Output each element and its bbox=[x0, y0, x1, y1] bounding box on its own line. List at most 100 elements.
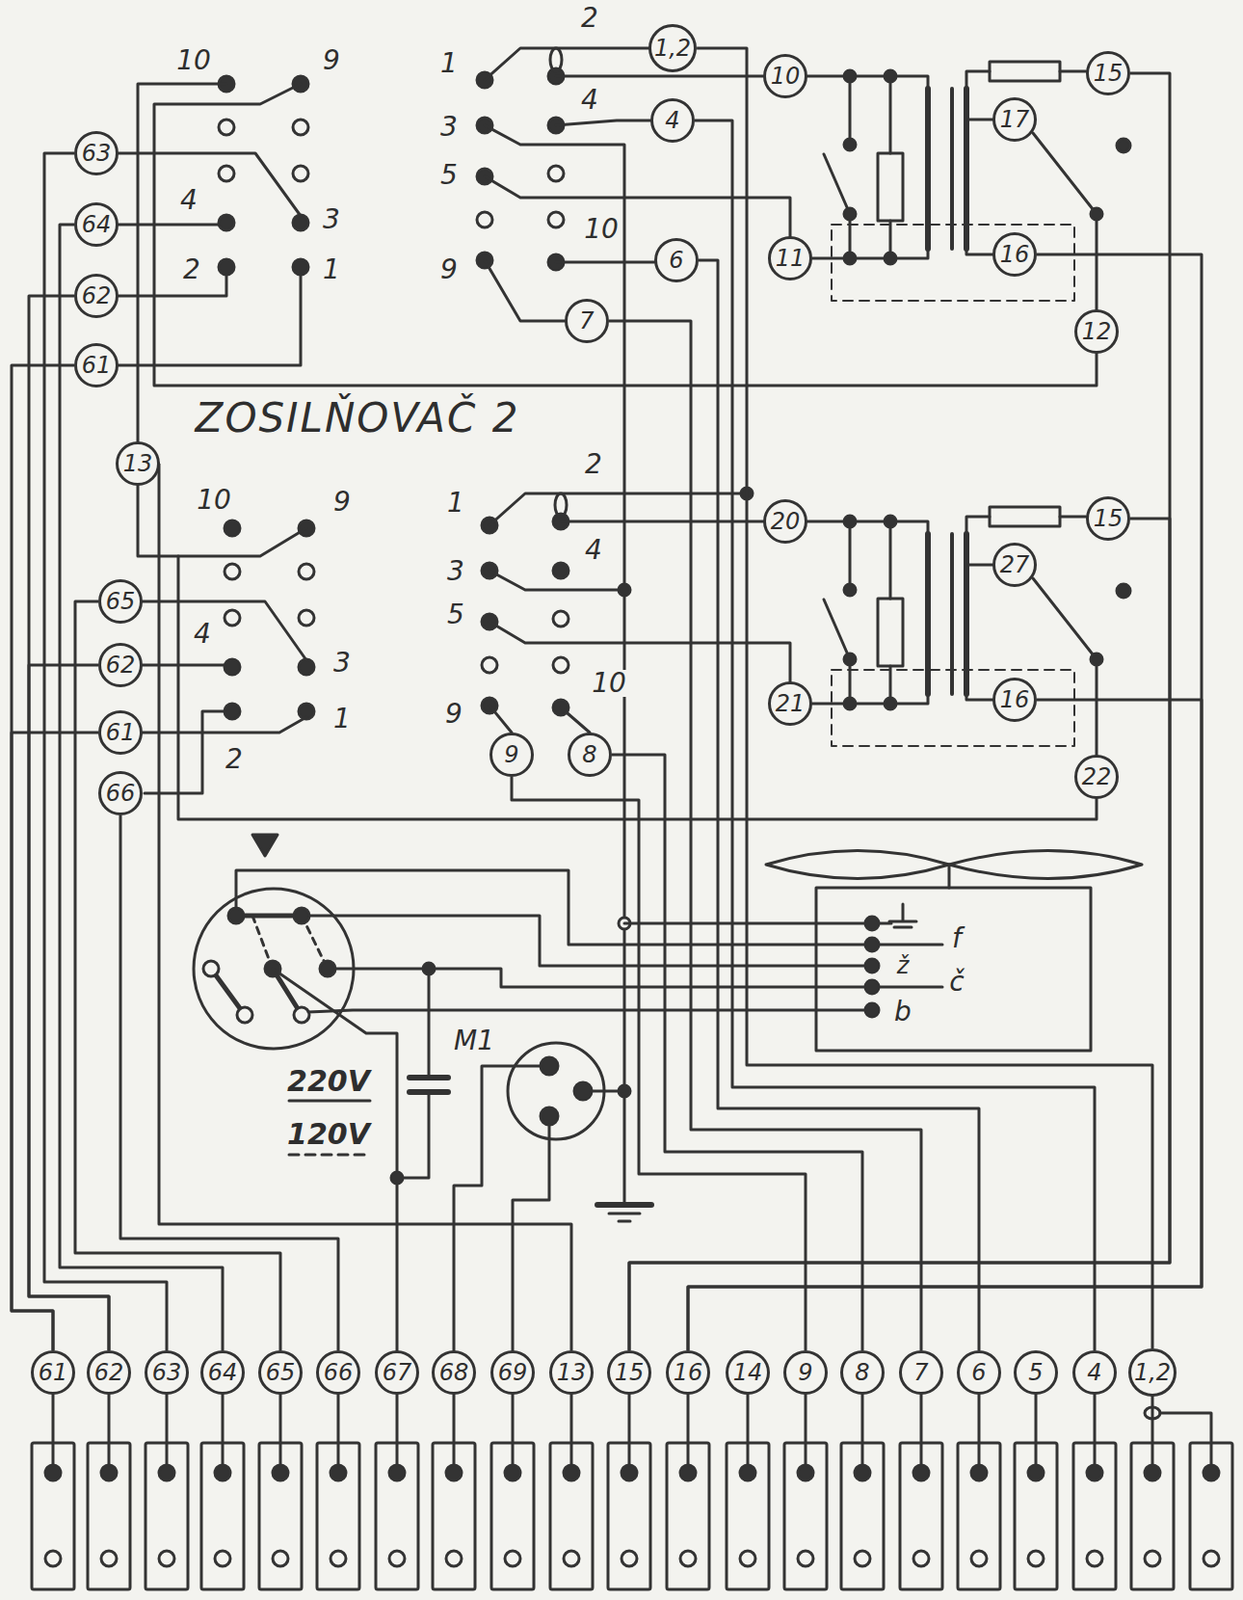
wire-marker: 61 bbox=[98, 710, 143, 755]
pin-number: 3 bbox=[439, 113, 459, 141]
terminal-number: 1,2 bbox=[1128, 1348, 1177, 1397]
pin-number: 10 bbox=[590, 669, 628, 697]
diagram-title: ZOSILŇOVAČ 2 bbox=[195, 397, 521, 439]
node-number: 66 bbox=[323, 1360, 354, 1384]
terminal-number: 68 bbox=[431, 1349, 477, 1395]
node-number: 17 bbox=[1000, 107, 1031, 132]
wire-marker: 65 bbox=[98, 579, 143, 624]
wire bbox=[396, 968, 429, 1178]
terminal-number: 67 bbox=[374, 1349, 420, 1395]
node-number: 21 bbox=[775, 691, 806, 715]
node-number: 8 bbox=[854, 1360, 870, 1384]
node-number: 15 bbox=[1093, 506, 1124, 530]
motor-fan bbox=[949, 850, 1142, 879]
wire bbox=[489, 570, 625, 590]
relay-symbol bbox=[807, 506, 1131, 755]
node-number: 62 bbox=[105, 653, 136, 677]
socket-symbol bbox=[512, 1124, 550, 1350]
motor-fan bbox=[865, 979, 879, 994]
wire bbox=[118, 274, 301, 366]
terminal-number: 62 bbox=[86, 1349, 132, 1395]
node-number: 1,2 bbox=[654, 36, 691, 60]
node-number: 9 bbox=[797, 1360, 813, 1384]
wire bbox=[391, 1171, 403, 1184]
terminal-strip bbox=[317, 1442, 360, 1589]
terminal-number: 7 bbox=[899, 1349, 944, 1395]
pin-number: 4 bbox=[583, 536, 604, 564]
component-label: M1 bbox=[452, 1027, 496, 1055]
node-number: 64 bbox=[81, 212, 112, 237]
switch-contacts bbox=[218, 48, 569, 719]
pin-number: 5 bbox=[446, 601, 466, 629]
node-number: 14 bbox=[733, 1360, 764, 1384]
relay-symbol bbox=[807, 61, 1131, 755]
terminal-number: 69 bbox=[490, 1349, 535, 1395]
wire-connector bbox=[687, 254, 1202, 1350]
terminal-strip bbox=[52, 1394, 1153, 1465]
node-number: 15 bbox=[614, 1360, 645, 1384]
node-number: 62 bbox=[94, 1360, 125, 1384]
wire bbox=[178, 555, 1097, 820]
node-number: 63 bbox=[81, 141, 112, 165]
pin-number: 3 bbox=[446, 557, 466, 585]
socket-symbol bbox=[591, 1089, 625, 1093]
wire bbox=[309, 915, 866, 966]
wire bbox=[624, 922, 866, 926]
terminal-number: 65 bbox=[258, 1349, 303, 1395]
node-number: 20 bbox=[770, 509, 801, 533]
wire-marker: 16 bbox=[992, 677, 1037, 722]
terminal-number: 66 bbox=[316, 1349, 361, 1395]
wire-marker: 6 bbox=[654, 238, 699, 283]
wire-marker: 62 bbox=[98, 642, 143, 688]
wire bbox=[484, 125, 625, 1205]
pin-number: 4 bbox=[179, 186, 199, 214]
node-number: 65 bbox=[265, 1360, 296, 1384]
wire bbox=[137, 485, 307, 556]
node-number: 13 bbox=[123, 451, 154, 476]
wire-marker: 20 bbox=[763, 499, 808, 544]
pin-number: 2 bbox=[583, 450, 604, 478]
wire-marker: 10 bbox=[763, 53, 808, 99]
pin-number: 2 bbox=[580, 4, 600, 32]
motor-fan bbox=[865, 916, 879, 930]
pin-number: 3 bbox=[332, 649, 352, 677]
wire bbox=[118, 274, 227, 296]
terminal-number: 6 bbox=[956, 1349, 1002, 1395]
terminal-strip bbox=[666, 1442, 710, 1589]
wire-marker: 12 bbox=[1074, 309, 1119, 354]
relay-symbol bbox=[807, 61, 1131, 310]
wire bbox=[118, 153, 301, 216]
node-number: 6 bbox=[971, 1360, 986, 1384]
node-number: 62 bbox=[81, 284, 112, 308]
lead-label: ž bbox=[896, 953, 911, 978]
node-number: 9 bbox=[503, 742, 519, 767]
node-number: 27 bbox=[1000, 553, 1031, 577]
lead-label: f bbox=[951, 925, 963, 953]
wire bbox=[489, 705, 512, 733]
wire bbox=[142, 601, 307, 661]
wire bbox=[555, 75, 764, 79]
node-number: 66 bbox=[105, 781, 136, 805]
motor-fan bbox=[879, 944, 943, 987]
wire bbox=[236, 870, 866, 945]
wire bbox=[236, 870, 866, 1350]
socket-symbol bbox=[453, 1042, 625, 1350]
lead-label: b bbox=[893, 998, 913, 1026]
wire-connector bbox=[28, 295, 109, 1350]
terminal-number: 14 bbox=[725, 1349, 770, 1395]
wire bbox=[560, 707, 590, 733]
voltage-selector bbox=[237, 1006, 253, 1023]
terminal-strip bbox=[145, 1442, 188, 1589]
wire-marker: 16 bbox=[992, 232, 1037, 277]
wire bbox=[137, 83, 227, 442]
node-number: 67 bbox=[382, 1360, 413, 1384]
wire bbox=[618, 583, 631, 596]
pin-number: 9 bbox=[444, 700, 464, 728]
wire-marker: 15 bbox=[1085, 51, 1131, 96]
node-number: 7 bbox=[913, 1360, 928, 1384]
wire bbox=[308, 1009, 866, 1012]
wire bbox=[484, 176, 791, 237]
voltage-selector bbox=[193, 834, 371, 1155]
wire-connector bbox=[629, 73, 1170, 1350]
